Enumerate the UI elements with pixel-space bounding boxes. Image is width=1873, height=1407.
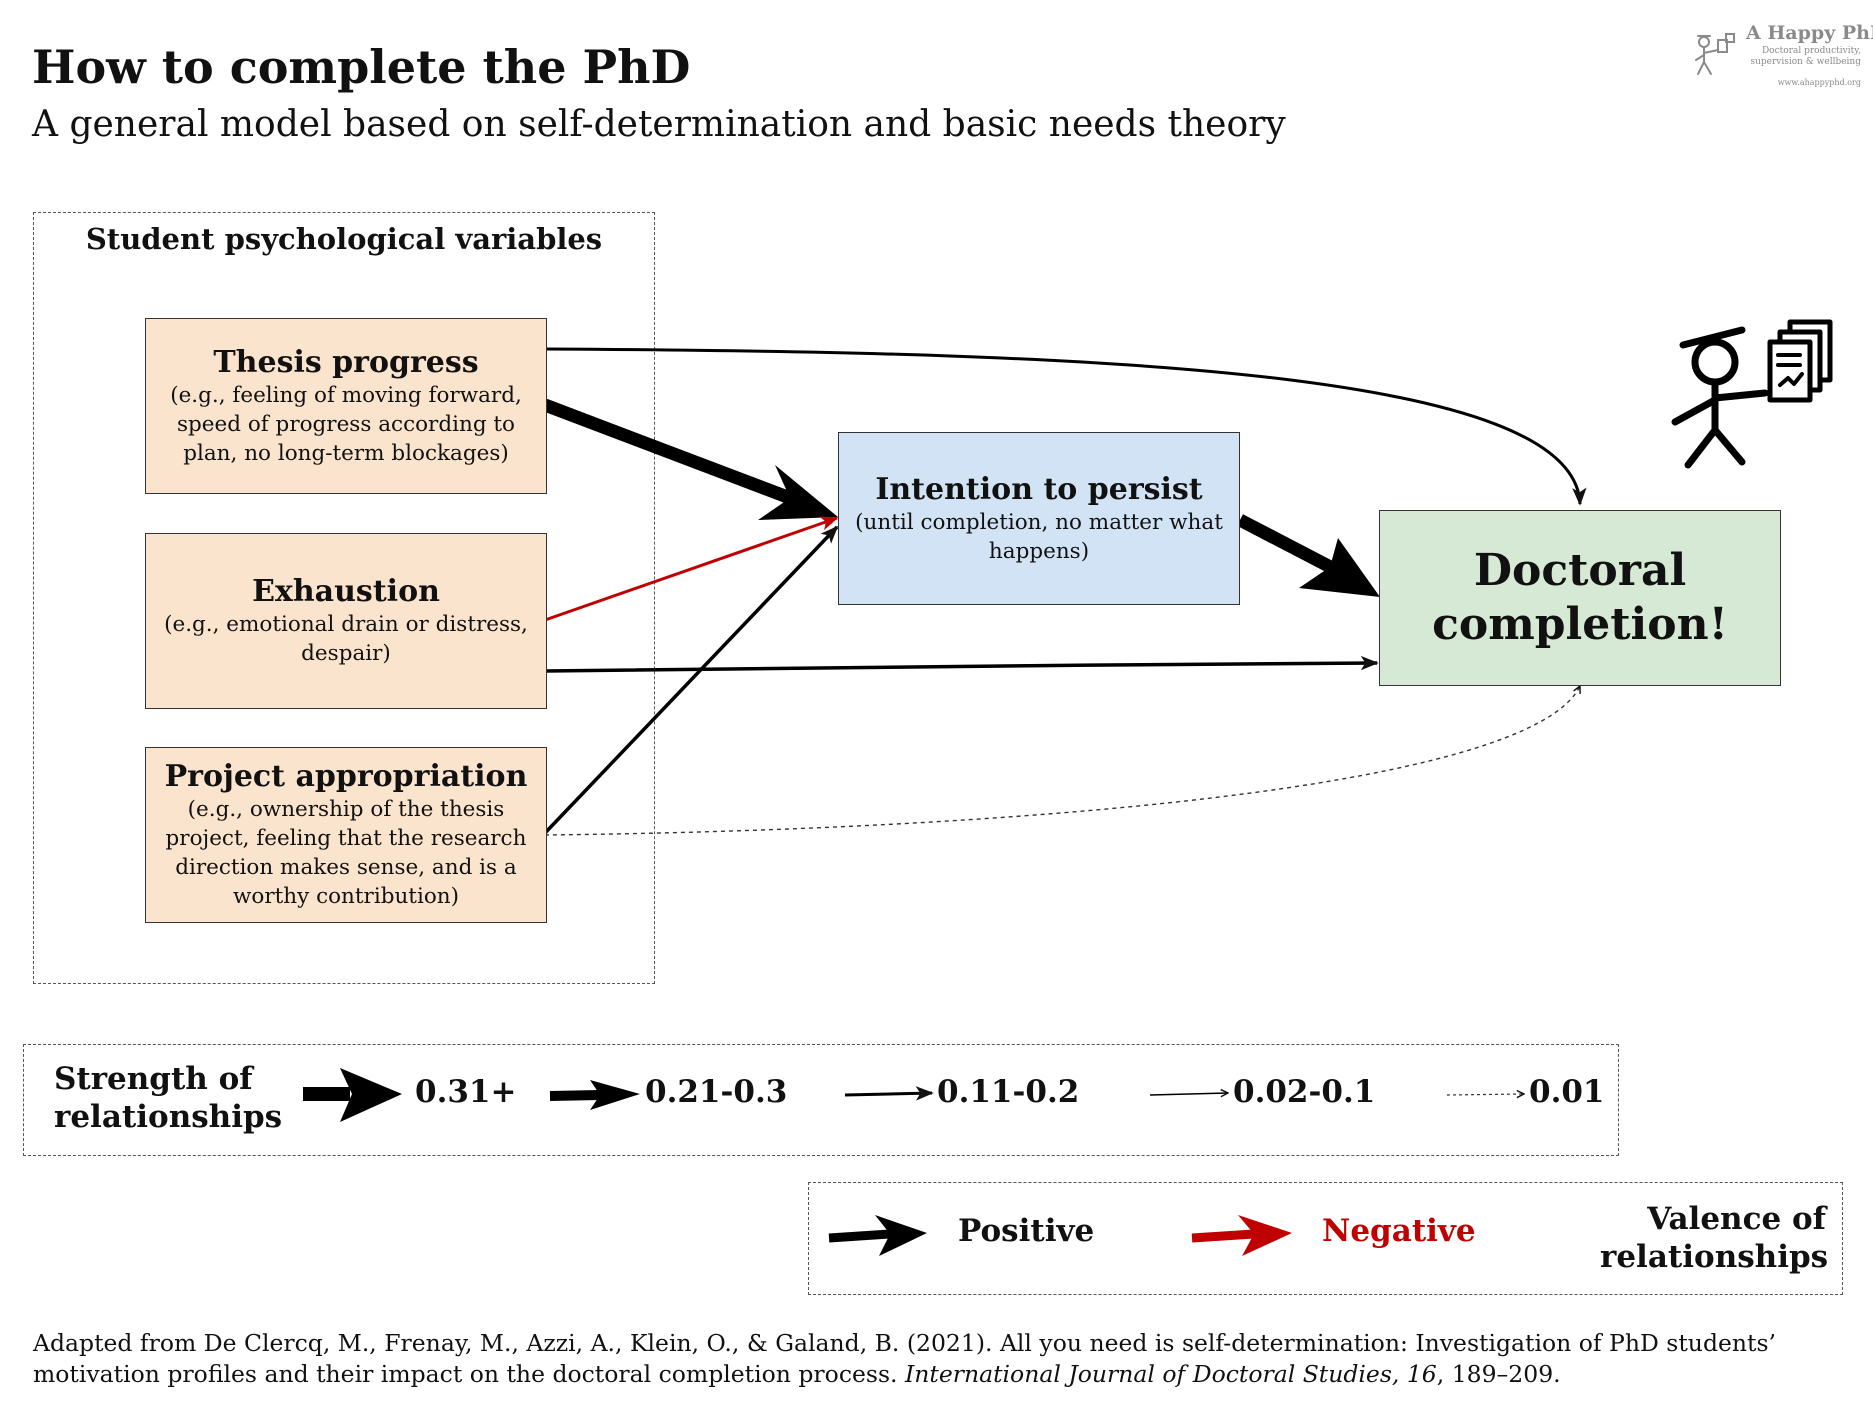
predictor-group-title: Student psychological variables	[85, 222, 603, 256]
arrow-thesis-to-intention	[542, 398, 838, 520]
arrow-intention-to-completion	[1237, 514, 1380, 597]
node-description: (e.g., ownership of the thesis	[187, 797, 505, 822]
node-description: project, feeling that the research	[165, 826, 527, 851]
logo-tagline: Doctoral productivity, supervision & wel…	[1750, 46, 1861, 67]
arrow-thesis-to-completion	[544, 347, 1587, 506]
node-title: Exhaustion	[252, 574, 440, 609]
page-title: How to complete the PhD	[32, 40, 691, 94]
node-title: Thesis progress	[213, 344, 479, 380]
outcome-line: completion!	[1432, 599, 1728, 650]
predictor-group	[33, 212, 655, 984]
legend-strength-title: Strength of relationships	[54, 1061, 283, 1135]
node-doctoral-completion: Doctoral completion!	[1379, 510, 1781, 686]
legend-arrow-0-31	[303, 1068, 402, 1122]
arrow-exhaustion-to-intention	[544, 516, 839, 622]
logo-name: A Happy PhD	[1746, 22, 1873, 44]
arrow-appropriation-to-intention	[543, 525, 839, 835]
legend-negative-label: Negative	[1322, 1213, 1476, 1249]
legend-strength-label: 0.31+	[415, 1074, 517, 1110]
node-description: despair)	[301, 641, 391, 666]
logo: A Happy PhD Doctoral productivity, super…	[1688, 22, 1873, 92]
legend-strength-label: 0.11-0.2	[937, 1074, 1080, 1110]
legend-valence	[808, 1182, 1843, 1295]
node-thesis-progress: Thesis progress (e.g., feeling of moving…	[145, 318, 547, 494]
legend-arrow-negative	[1191, 1215, 1292, 1256]
node-description: plan, no long-term blockages)	[183, 440, 509, 466]
legend-arrow-0-02	[1149, 1093, 1228, 1095]
arrow-appropriation-to-completion	[544, 686, 1580, 836]
node-exhaustion: Exhaustion (e.g., emotional drain or dis…	[145, 533, 547, 709]
legend-arrow-0-11	[844, 1086, 934, 1101]
node-title: Intention to persist	[875, 471, 1203, 507]
legend-arrow-positive	[828, 1215, 927, 1256]
node-description: (until completion, no matter what	[855, 509, 1223, 535]
legend-arrow-0-21	[549, 1080, 640, 1110]
legend-arrow-0-01	[1446, 1094, 1524, 1095]
legend-positive-label: Positive	[958, 1213, 1095, 1249]
legend-strength-label: 0.21-0.3	[645, 1074, 788, 1110]
node-description: speed of progress according to	[176, 411, 516, 437]
citation-journal: International Journal of Doctoral Studie…	[904, 1360, 1437, 1388]
logo-url: www.ahappyphd.org	[1777, 78, 1861, 87]
legend-strength-label: 0.01	[1529, 1074, 1605, 1110]
node-description: direction makes sense, and is a	[175, 855, 517, 880]
node-description: (e.g., feeling of moving forward,	[170, 382, 522, 408]
graduate-figure-icon	[1671, 319, 1833, 469]
outcome-line: Doctoral	[1473, 545, 1687, 596]
node-project-appropriation: Project appropriation (e.g., ownership o…	[145, 747, 547, 923]
node-title: Project appropriation	[164, 759, 528, 794]
legend-valence-title: Valence of relationships	[1600, 1201, 1829, 1275]
citation: Adapted from De Clercq, M., Frenay, M., …	[33, 1329, 1777, 1388]
page-subtitle: A general model based on self-determinat…	[32, 104, 1286, 145]
legend-strength	[23, 1044, 1619, 1156]
legend-strength-label: 0.02-0.1	[1233, 1074, 1376, 1110]
node-intention-to-persist: Intention to persist (until completion, …	[838, 432, 1240, 605]
node-description: (e.g., emotional drain or distress,	[164, 612, 528, 637]
node-description: worthy contribution)	[232, 884, 460, 909]
arrow-exhaustion-to-completion	[544, 655, 1379, 673]
node-description: happens)	[988, 538, 1090, 564]
stick-figure-logo-icon	[1695, 33, 1735, 75]
